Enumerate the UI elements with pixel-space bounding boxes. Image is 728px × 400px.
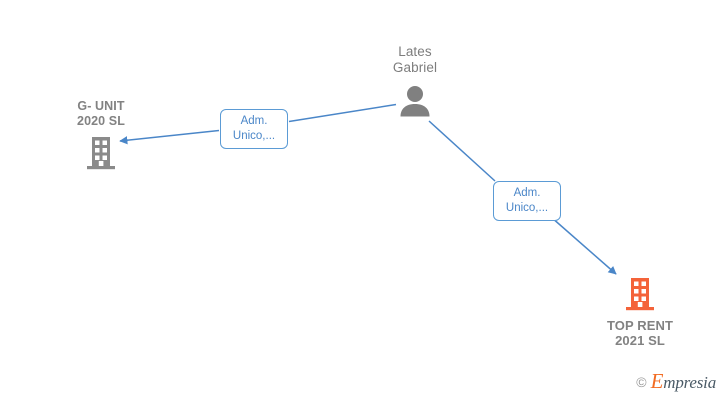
empresia-logo-initial: E (650, 369, 664, 393)
node-company-g-unit-label: G- UNIT 2020 SL (77, 99, 125, 128)
edge-label-adm-unico-top-rent[interactable]: Adm. Unico,... (493, 181, 561, 222)
empresia-logo: Empresia (650, 369, 717, 393)
node-company-g-unit[interactable]: G- UNIT 2020 SL (26, 99, 176, 170)
empresia-watermark: © Empresia (636, 371, 716, 392)
node-company-top-rent[interactable]: TOP RENT 2021 SL (565, 277, 715, 349)
building-icon[interactable] (85, 136, 117, 170)
node-person-label: Lates Gabriel (392, 44, 438, 75)
edge-label-adm-unico-g-unit[interactable]: Adm. Unico,... (220, 109, 288, 150)
copyright-icon: © (636, 373, 647, 390)
node-person-lates-gabriel[interactable]: Lates Gabriel (340, 44, 490, 117)
person-icon[interactable] (398, 85, 432, 117)
edge-segment-person-to-label2 (428, 120, 496, 182)
edge-segment-label2-to-toprent (550, 216, 617, 275)
node-company-top-rent-label: TOP RENT 2021 SL (606, 318, 674, 349)
empresia-logo-text: mpresia (663, 373, 716, 392)
building-icon[interactable] (624, 277, 656, 311)
